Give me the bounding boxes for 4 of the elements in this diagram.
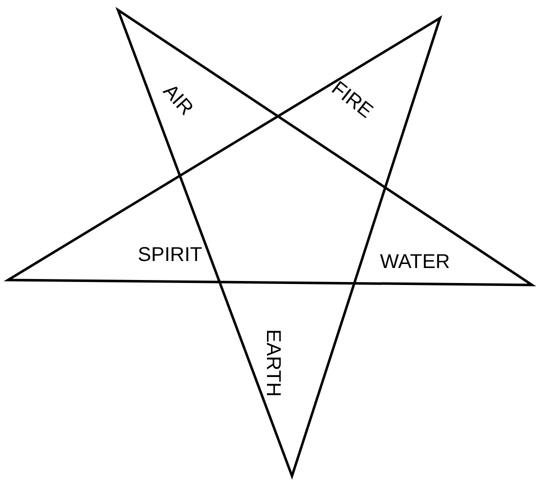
region-label: AIR (159, 80, 197, 120)
region-label: WATER (380, 252, 450, 272)
region-label: SPIRIT (138, 245, 202, 265)
region-label: EARTH (263, 329, 283, 397)
